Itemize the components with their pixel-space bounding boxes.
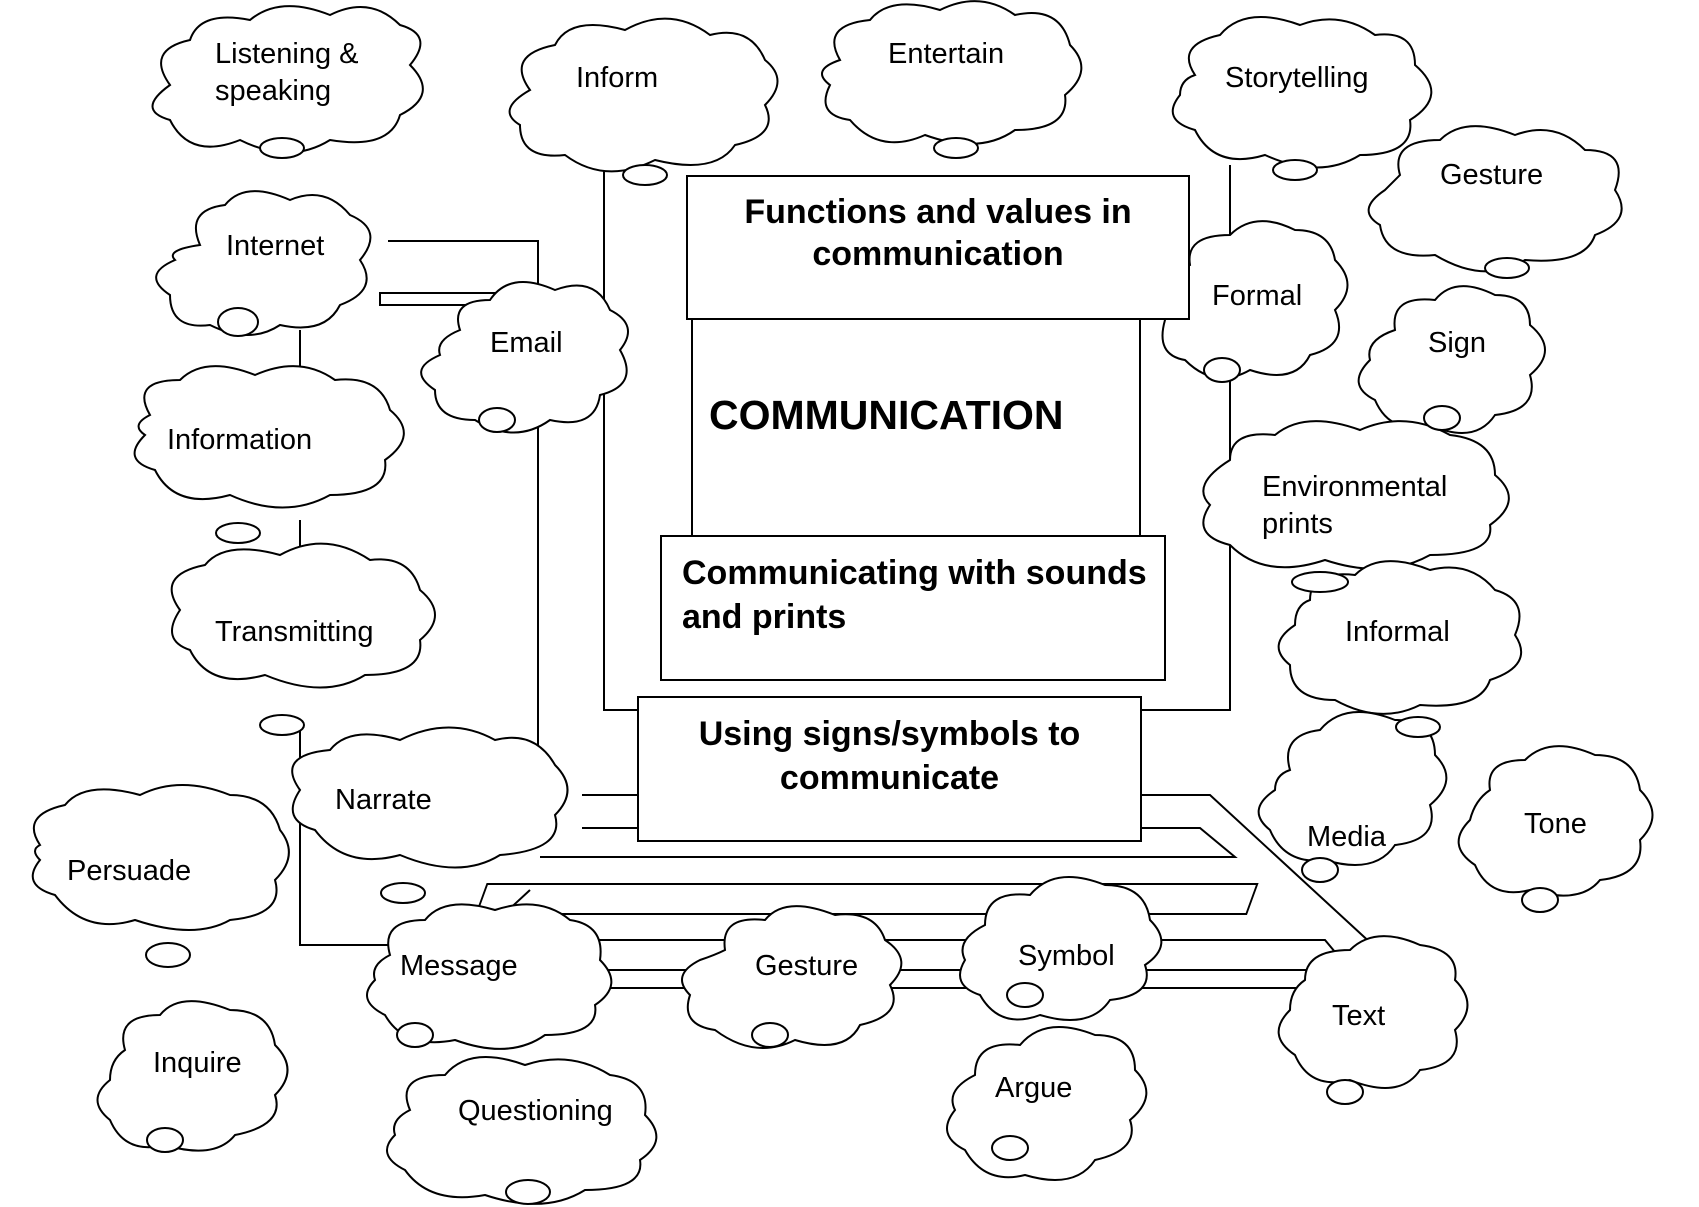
bubble-text [1326, 1079, 1364, 1105]
bubble-sign [1423, 405, 1461, 431]
cloud-media [1257, 711, 1448, 866]
bubble-environmental [1291, 571, 1349, 593]
label-formal: Formal [1212, 280, 1303, 312]
bubble-tone [1521, 887, 1559, 913]
frame-left-line [603, 165, 640, 711]
functions-text: Functions and values in communication [744, 193, 1132, 273]
bubble-informal [1395, 716, 1441, 738]
functions-box: Functions and values in communication [686, 175, 1190, 320]
bubble-listening [259, 137, 305, 159]
sounds-prints-box: Communicating with sounds and prints [660, 535, 1166, 681]
label-information: Information [167, 424, 313, 456]
bubble-gesture-top [1484, 257, 1530, 279]
label-listening: Listening & speaking [215, 38, 359, 107]
label-persuade: Persuade [67, 855, 192, 887]
bubble-inquire [146, 1127, 184, 1153]
bubble-internet [217, 307, 259, 337]
cloud-questioning [386, 1056, 658, 1205]
cloud-information [133, 365, 405, 509]
label-email: Email [490, 327, 563, 359]
bubble-media [1301, 857, 1339, 883]
keyboard-tier-3 [474, 883, 1259, 915]
cloud-message [366, 903, 613, 1050]
label-narrate: Narrate [335, 784, 432, 816]
label-storytelling: Storytelling [1225, 62, 1369, 94]
label-text: Text [1332, 1000, 1386, 1032]
cloud-gesture-bottom [681, 905, 903, 1049]
cloud-gesture-top [1367, 125, 1623, 273]
label-message: Message [400, 950, 518, 982]
label-environmental: Environmental prints [1262, 471, 1448, 540]
keyboard-tier-2 [540, 827, 1238, 858]
bubble-information [215, 522, 261, 544]
cloud-inform [508, 17, 779, 173]
signs-symbols-box: Using signs/symbols to communicate [637, 696, 1142, 842]
cloud-storytelling [1171, 16, 1433, 169]
label-gesture-top: Gesture [1440, 159, 1544, 191]
label-gesture-bottom: Gesture [755, 950, 859, 982]
bubble-questioning [505, 1179, 551, 1205]
label-questioning: Questioning [458, 1095, 613, 1127]
cloud-informal [1277, 560, 1523, 715]
cloud-transmitting [170, 542, 436, 689]
label-informal: Informal [1345, 616, 1450, 648]
label-entertain: Entertain [888, 38, 1005, 70]
cloud-narrate [291, 726, 569, 869]
bubble-email [478, 407, 516, 433]
bubble-persuade [145, 942, 191, 968]
keyboard-tier-1 [582, 794, 1401, 971]
signs-symbols-text: Using signs/symbols to communicate [698, 715, 1081, 797]
label-internet: Internet [226, 230, 325, 262]
cloud-tone [1457, 745, 1654, 897]
label-sign: Sign [1428, 327, 1487, 359]
communication-title: COMMUNICATION [709, 392, 1064, 438]
label-inquire: Inquire [153, 1047, 242, 1079]
bubble-storytelling [1272, 159, 1318, 181]
bubble-symbol [1006, 982, 1044, 1008]
bubble-inform [622, 164, 668, 186]
bubble-entertain [933, 137, 979, 159]
label-argue: Argue [995, 1072, 1073, 1104]
label-inform: Inform [576, 62, 659, 94]
bubble-formal [1203, 357, 1241, 383]
cloud-email [420, 281, 629, 434]
cloud-persuade [31, 784, 290, 931]
sounds-prints-text: Communicating with sounds and prints [682, 554, 1147, 636]
label-symbol: Symbol [1018, 940, 1115, 972]
label-tone: Tone [1524, 808, 1587, 840]
cloud-inquire [96, 1000, 289, 1152]
bubble-gesture-bottom [751, 1022, 789, 1048]
internet-connector [388, 240, 539, 760]
cloud-internet [155, 190, 372, 336]
label-media: Media [1307, 821, 1386, 853]
cloud-symbol [959, 876, 1163, 1021]
cloud-sign [1357, 285, 1546, 434]
bubble-argue [991, 1135, 1029, 1161]
bubble-transmitting [259, 714, 305, 736]
communication-box: COMMUNICATION [691, 320, 1141, 536]
cloud-text [1277, 935, 1469, 1089]
bubble-message [396, 1022, 434, 1048]
label-transmitting: Transmitting [215, 616, 374, 648]
cloud-environmental [1202, 420, 1510, 570]
bubble-narrate [380, 882, 426, 904]
cloud-listening [151, 5, 424, 154]
cloud-entertain [821, 0, 1083, 145]
